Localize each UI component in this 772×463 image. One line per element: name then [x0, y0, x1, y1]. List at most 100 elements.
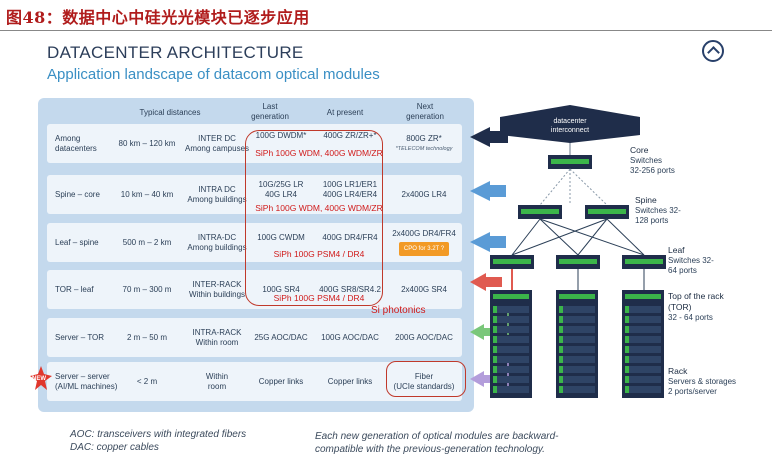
row-next-gen: Fiber (UCIe standards) — [385, 362, 463, 401]
row-next-2: (UCIe standards) — [393, 381, 455, 391]
row-scope-2: Within buildings — [188, 289, 246, 299]
link-line — [511, 218, 541, 256]
switch-ports — [625, 259, 663, 264]
row-last-gen: 25G AOC/DAC — [254, 332, 308, 342]
row-next-gen: 800G ZR* *TELECOM technology — [385, 124, 463, 163]
row-next-1: 2x400G SR4 — [401, 284, 447, 294]
server-slot — [625, 346, 661, 353]
row-last-2: 40G LR4 — [264, 190, 298, 199]
col-header-next-1: Next — [416, 102, 434, 111]
row-next-gen: 2x400G DR4/FR4 CPO for 3.2T ? — [385, 223, 463, 262]
figure-title: 图48：数据中心中硅光光模块已逐步应用 — [6, 8, 310, 27]
row-present: 400G ZR/ZR+* — [323, 131, 377, 140]
server-slot — [493, 376, 529, 383]
cpo-badge: CPO for 3.2T ? — [398, 242, 450, 256]
logo-icon — [702, 40, 724, 62]
row-scope-1: Within — [205, 371, 229, 381]
si-photonics-label: Si photonics — [371, 305, 426, 316]
col-header-present: At present — [326, 108, 364, 117]
server-slot — [493, 386, 529, 393]
row-siph-label: SiPh 100G PSM4 / DR4 — [273, 249, 365, 259]
link-line — [539, 168, 571, 206]
row-siph-label: SiPh 100G PSM4 / DR4 — [273, 293, 365, 303]
server-slot — [559, 316, 595, 323]
row-scope: INTER-RACK Within buildings — [177, 270, 257, 309]
row-last-gen: Copper links — [258, 376, 304, 386]
row-present: 400G SR8/SR4.2 — [319, 284, 381, 294]
row-last-gen: 100G CWDM — [257, 233, 305, 242]
server-slot — [493, 336, 529, 343]
server-slot — [559, 306, 595, 313]
col-header-last-1: Last — [262, 102, 278, 111]
row-present-1: 100G LR1/ER1 — [322, 180, 378, 189]
col-header-next: Next generation — [390, 102, 460, 122]
link-line — [569, 168, 608, 206]
switch-ports — [493, 294, 529, 299]
row-name-2: datacenters — [55, 143, 97, 153]
row-scope: Within room — [177, 362, 257, 401]
row-name: Among datacenters — [55, 124, 97, 163]
server-slot — [493, 356, 529, 363]
spine-title: Spine — [635, 195, 657, 205]
server-slot — [625, 316, 661, 323]
new-badge — [30, 366, 52, 390]
row-siph-label: SiPh 100G WDM, 400G WDM/ZR — [255, 203, 383, 213]
row-next-note: *TELECOM technology — [395, 145, 453, 152]
col-header-next-2: generation — [406, 112, 444, 121]
row-present: 100G AOC/DAC — [321, 332, 379, 342]
server-slot — [493, 326, 529, 333]
row-name-1: Among — [55, 133, 81, 143]
switch-ports — [625, 294, 661, 299]
row-scope-2: Among buildings — [187, 194, 247, 204]
row-distance: 80 km – 120 km — [118, 138, 176, 148]
server-slot — [493, 306, 529, 313]
row-scope: INTRA-DC Among buildings — [177, 223, 257, 262]
row-last-gen: 10G/25G LR 40G LR4 — [245, 175, 317, 205]
server-slot — [559, 386, 595, 393]
core-sub-2: 32-256 ports — [630, 166, 675, 175]
link-line — [606, 218, 645, 256]
row-arrow-server — [470, 324, 494, 340]
leaf-sub-2: 64 ports — [668, 266, 697, 275]
server-slot — [559, 356, 595, 363]
server-slot — [625, 306, 661, 313]
rack-sub-1: Servers & storages — [668, 377, 737, 386]
col-header-last: Last generation — [240, 102, 300, 122]
tor-title-1: Top of the rack — [668, 291, 724, 301]
core-title: Core — [630, 145, 649, 155]
server-slot — [625, 386, 661, 393]
table-row: Leaf – spine 500 m – 2 km INTRA-DC Among… — [47, 223, 462, 262]
footnote-left: AOC: transceivers with integrated fibers… — [70, 428, 246, 454]
row-scope-1: INTRA DC — [198, 184, 236, 194]
server-slot — [559, 376, 595, 383]
row-scope-1: INTRA-RACK — [192, 327, 242, 337]
server-slot — [493, 316, 529, 323]
row-distance: 2 m – 50 m — [126, 332, 167, 342]
row-name-2: (AI/ML machines) — [55, 381, 118, 391]
row-name: TOR – leaf — [55, 284, 94, 294]
row-present-2: 400G LR4/ER4 — [322, 190, 378, 199]
row-siph-label: SiPh 100G WDM, 400G WDM/ZR — [255, 148, 383, 158]
interconnect-label: datacenter interconnect — [550, 118, 590, 134]
server-slot — [625, 356, 661, 363]
server-slot — [559, 326, 595, 333]
rack-title: Rack — [668, 366, 688, 376]
row-distance: 500 m – 2 km — [122, 237, 172, 247]
col-header-typical: Typical distances — [139, 108, 201, 117]
row-distance: 70 m – 300 m — [122, 284, 172, 294]
spine-sub-2: 128 ports — [635, 216, 669, 225]
row-name: Spine – core — [55, 189, 100, 199]
server-slot — [559, 336, 595, 343]
switch-ports — [551, 159, 589, 164]
title-divider — [0, 30, 772, 31]
leaf-label: Leaf Switches 32- 64 ports — [668, 245, 714, 276]
leaf-title: Leaf — [668, 245, 685, 255]
footnote-dac: DAC: copper cables — [70, 442, 159, 453]
footnote-right: Each new generation of optical modules a… — [315, 430, 558, 456]
row-scope-2: Among buildings — [187, 242, 247, 252]
fiber-highlight-oval — [386, 361, 466, 397]
row-next-1: 200G AOC/DAC — [395, 332, 453, 342]
server-slot — [559, 366, 595, 373]
link-line — [511, 218, 608, 256]
row-next-1: 2x400G DR4/FR4 — [392, 229, 456, 238]
